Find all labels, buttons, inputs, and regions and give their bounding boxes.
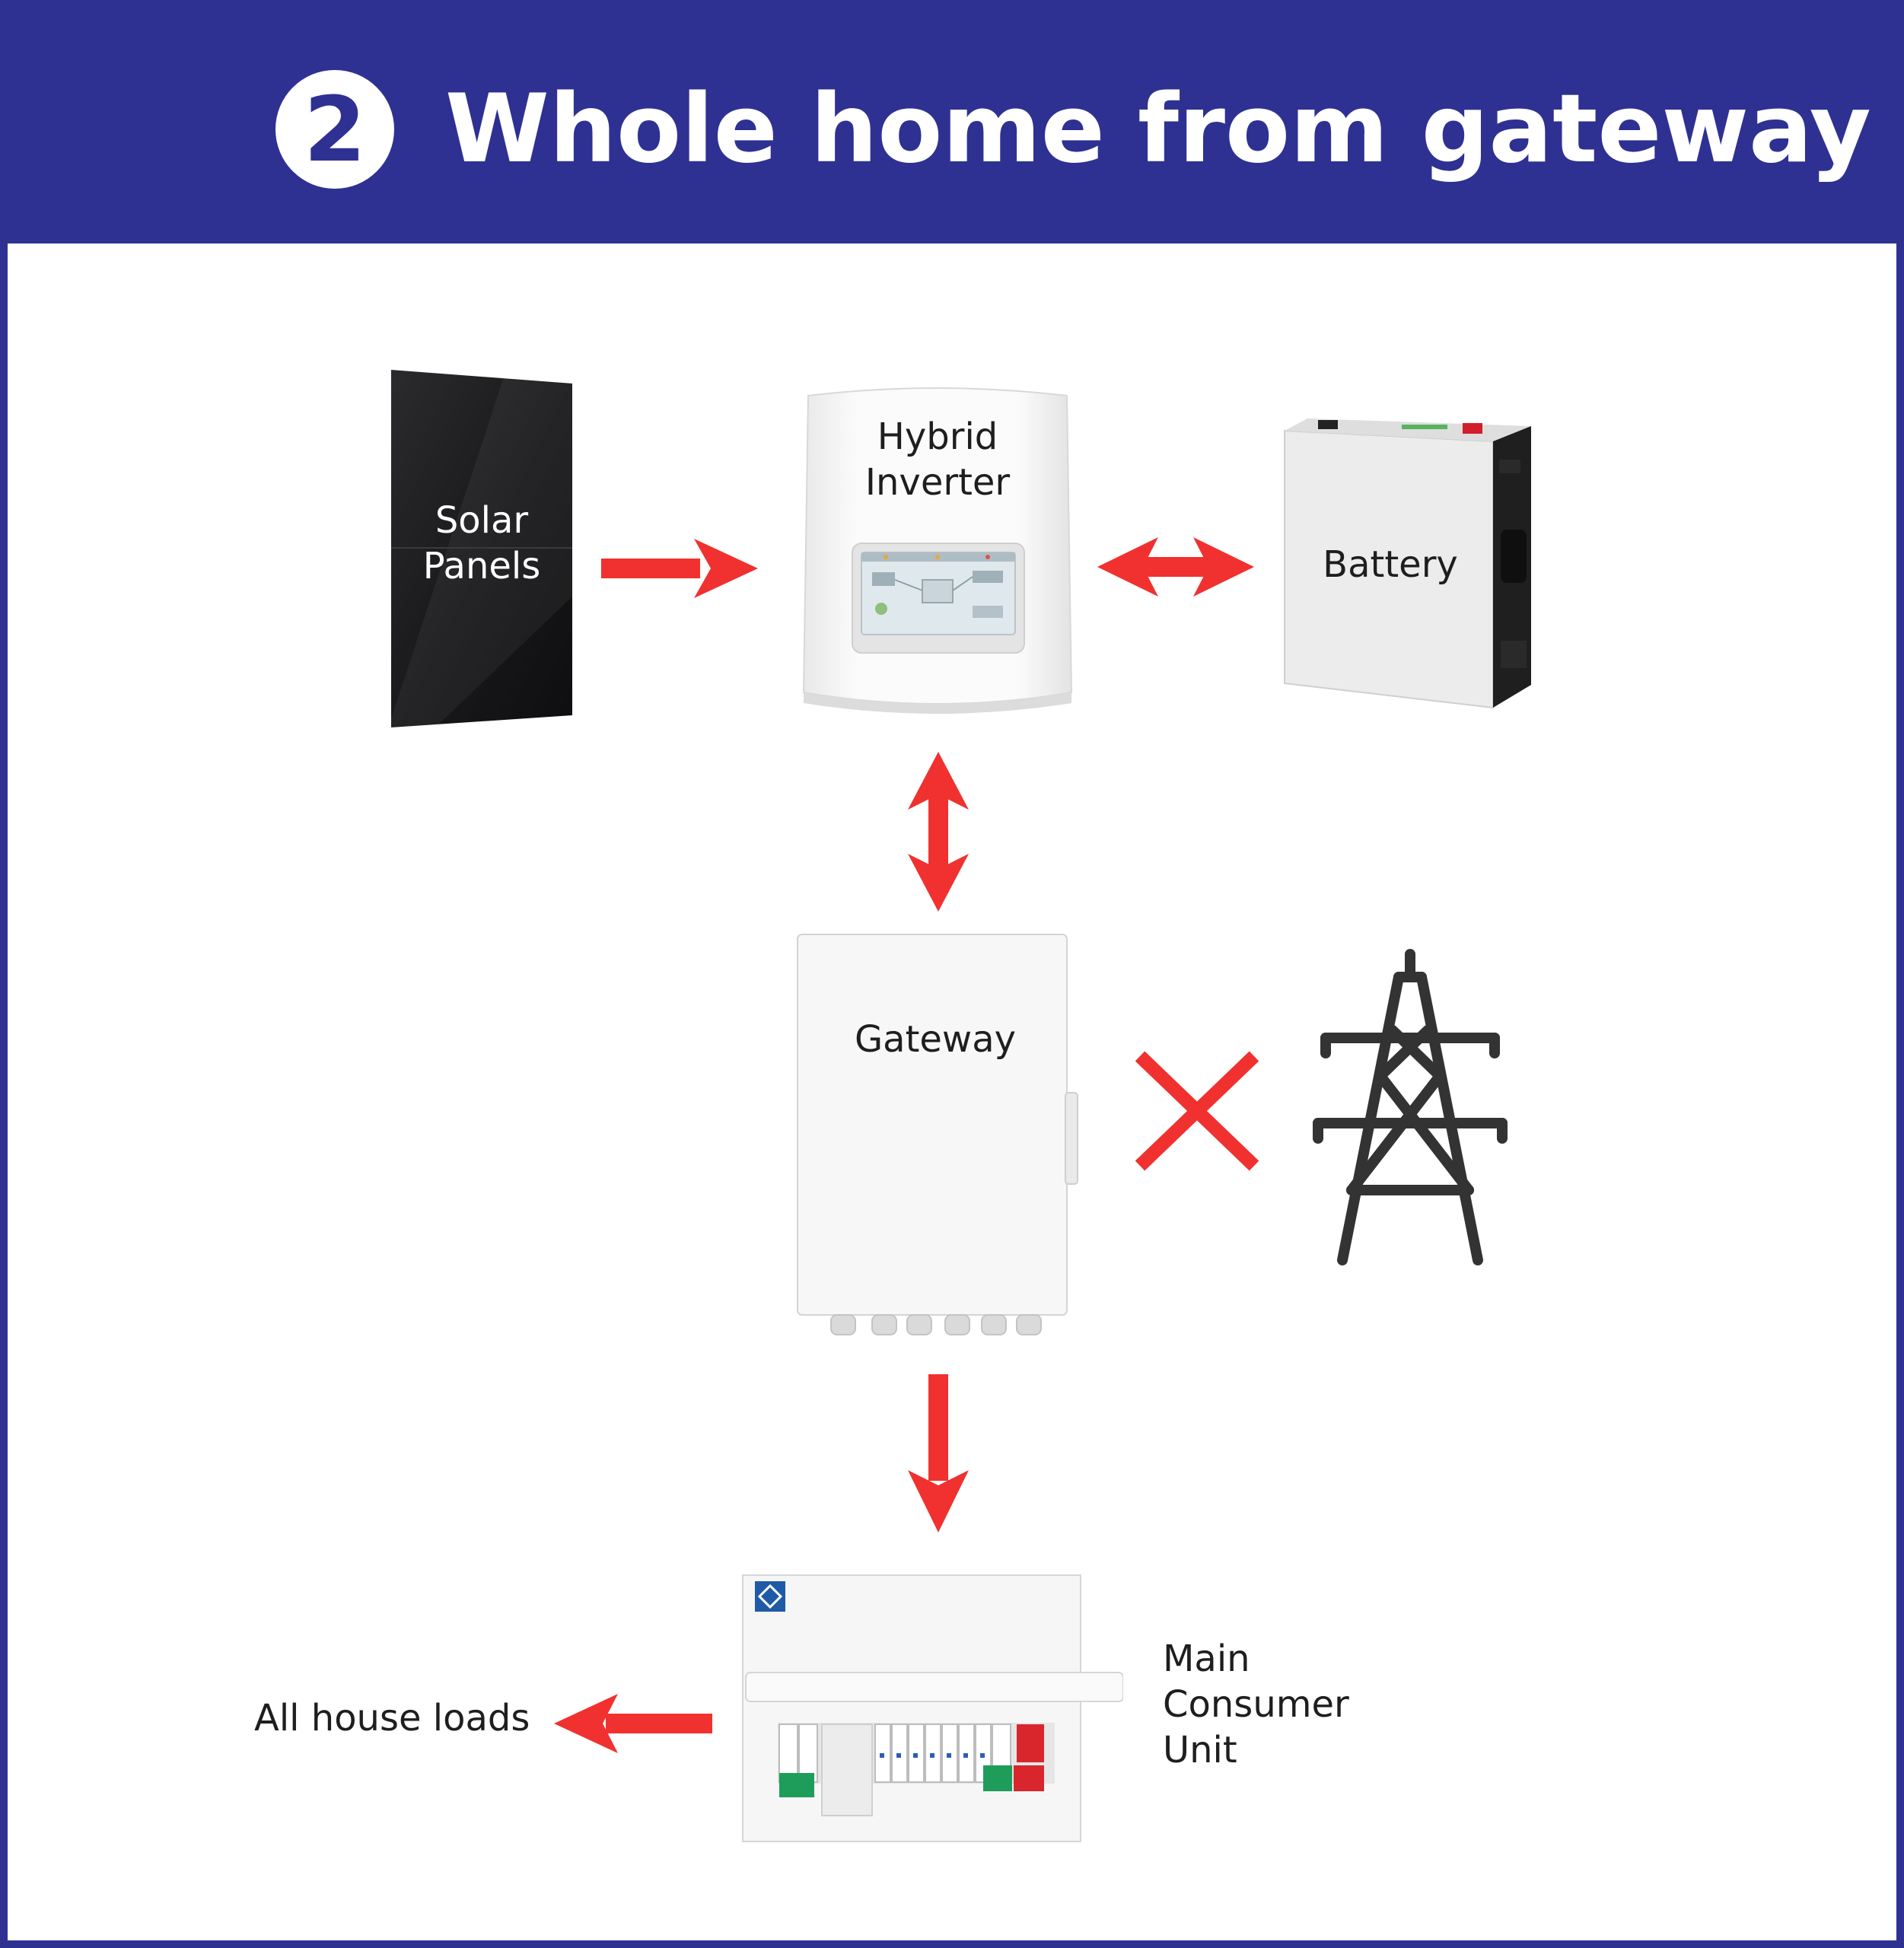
- solar-panel-icon: [390, 368, 574, 729]
- gateway-label: Gateway: [854, 1018, 1017, 1061]
- step-number-badge: 2: [275, 70, 394, 189]
- hybrid-inverter-icon: [793, 380, 1082, 721]
- battery-icon: [1280, 415, 1536, 712]
- consumer-unit-icon: [738, 1574, 1123, 1843]
- grid-pylon-icon: [1310, 947, 1510, 1266]
- disconnected-cross-icon: [1134, 1050, 1260, 1172]
- header-banner: 2 Whole home from gateway: [0, 0, 1904, 244]
- house-loads-label: All house loads: [254, 1697, 530, 1740]
- solar-panels-label: Solar Panels: [422, 499, 541, 587]
- consumer-unit-label: Main Consumer Unit: [1163, 1638, 1349, 1771]
- hybrid-inverter-label: Hybrid Inverter: [864, 415, 1011, 504]
- battery-label: Battery: [1323, 543, 1458, 586]
- gateway-box-icon: [796, 933, 1082, 1342]
- page-title: Whole home from gateway: [445, 75, 1871, 184]
